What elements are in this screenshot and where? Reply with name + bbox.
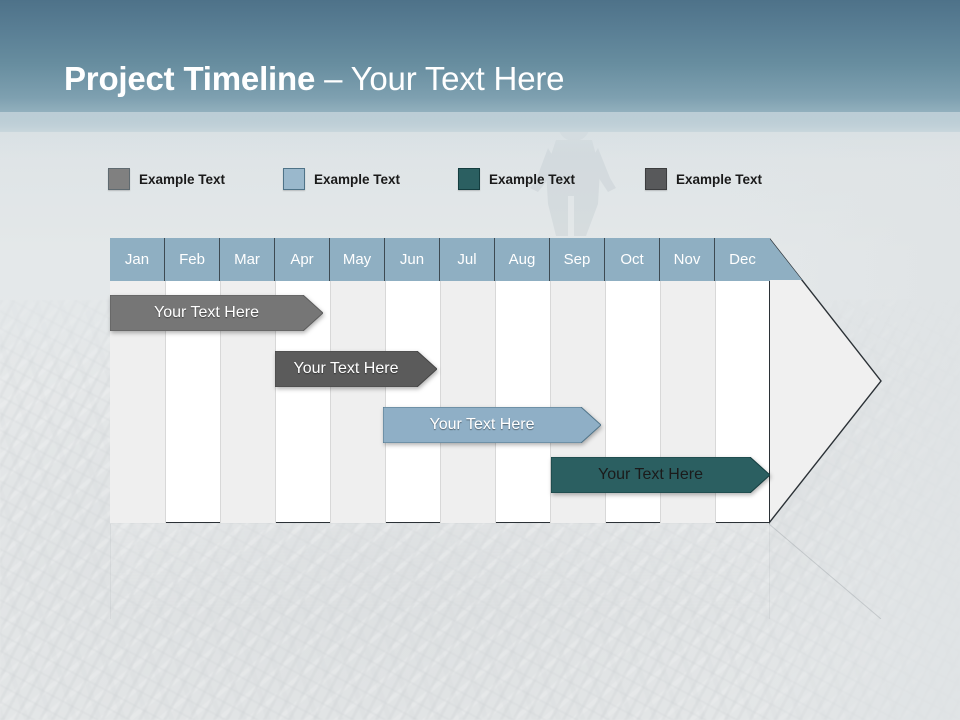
month-header-apr[interactable]: Apr	[275, 238, 330, 281]
legend-item-2[interactable]: Example Text	[283, 164, 400, 194]
month-header-aug[interactable]: Aug	[495, 238, 550, 281]
legend-swatch-icon-3	[458, 168, 480, 190]
legend-item-3[interactable]: Example Text	[458, 164, 575, 194]
legend-label-1: Example Text	[139, 171, 226, 187]
timeline-bar-2[interactable]: Your Text Here	[275, 351, 437, 387]
gridline-oct	[605, 281, 606, 523]
gridline-mar	[220, 281, 221, 523]
legend-swatch-icon-1	[108, 168, 130, 190]
timeline-bar-3[interactable]: Your Text Here	[383, 407, 601, 443]
legend-label-3: Example Text	[489, 171, 576, 187]
legend-item-1[interactable]: Example Text	[108, 164, 225, 194]
gridline-feb	[165, 281, 166, 523]
legend-label-4: Example Text	[676, 171, 763, 187]
bar-arrow-shape-2	[275, 351, 437, 387]
bar-label-4: Your Text Here	[598, 466, 703, 483]
gridline-jul	[440, 281, 441, 523]
bar-label-1: Your Text Here	[154, 304, 259, 321]
page-title-bold: Project Timeline	[64, 60, 316, 97]
timeline-bar-4[interactable]: Your Text Here	[551, 457, 770, 493]
bar-arrow-shape-3	[383, 407, 601, 443]
month-header-sep[interactable]: Sep	[550, 238, 605, 281]
bar-arrow-shape-4	[551, 457, 770, 493]
legend: Example Text Example Text Example Text E…	[108, 164, 808, 194]
column-stripe-mar	[220, 238, 275, 523]
column-stripe-jul	[440, 238, 495, 523]
month-header-dec[interactable]: Dec	[715, 238, 770, 281]
month-header-mar[interactable]: Mar	[220, 238, 275, 281]
gridline-apr	[275, 281, 276, 523]
legend-swatch-icon-4	[645, 168, 667, 190]
gridline-may	[330, 281, 331, 523]
month-header-nov[interactable]: Nov	[660, 238, 715, 281]
page-title-regular: – Your Text Here	[315, 60, 565, 97]
gridline-jun	[385, 281, 386, 523]
legend-label-2: Example Text	[314, 171, 401, 187]
title-band	[0, 0, 960, 132]
month-header-may[interactable]: May	[330, 238, 385, 281]
gridline-aug	[495, 281, 496, 523]
bar-arrow-shape-1	[110, 295, 323, 331]
legend-swatch-icon-2	[283, 168, 305, 190]
month-header-oct[interactable]: Oct	[605, 238, 660, 281]
bar-label-2: Your Text Here	[293, 360, 399, 377]
title-band-fade	[0, 112, 960, 158]
month-header-jun[interactable]: Jun	[385, 238, 440, 281]
bar-label-3: Your Text Here	[429, 416, 535, 433]
month-header-jan[interactable]: Jan	[110, 238, 165, 281]
gridline-nov	[660, 281, 661, 523]
gridline-sep	[550, 281, 551, 523]
timeline-bar-1[interactable]: Your Text Here	[110, 295, 323, 331]
month-header-feb[interactable]: Feb	[165, 238, 220, 281]
timeline-arrow-head	[768, 235, 884, 526]
month-header-jul[interactable]: Jul	[440, 238, 495, 281]
column-stripe-jan	[110, 238, 165, 523]
legend-item-4[interactable]: Example Text	[645, 164, 762, 194]
gridline-dec	[715, 281, 716, 523]
page-title: Project Timeline – Your Text Here	[64, 60, 564, 98]
